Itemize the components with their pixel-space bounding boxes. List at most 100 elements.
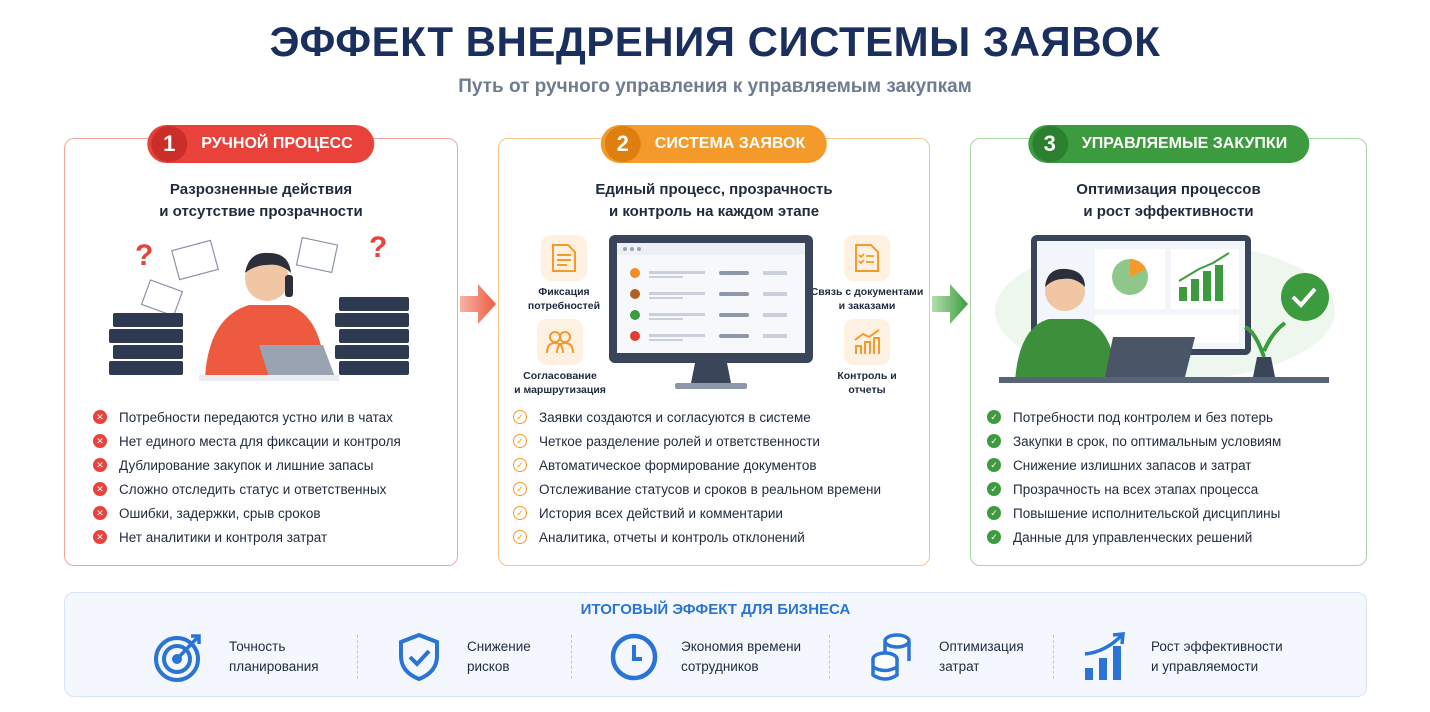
stage-number: 2	[604, 126, 641, 162]
feature-label: отчеты	[848, 384, 886, 396]
item-text: Сложно отследить статус и ответственных	[119, 481, 387, 497]
list-item: ✓Заявки создаются и согласуются в систем…	[513, 405, 919, 429]
check-icon: ✓	[513, 434, 527, 448]
effect-label: Точность	[229, 639, 286, 654]
stage-heading: Разрозненные действия и отсутствие прозр…	[65, 179, 457, 223]
stage-badge: 1 РУЧНОЙ ПРОЦЕСС	[147, 125, 375, 163]
stage-badge: 3 УПРАВЛЯЕМЫЕ ЗАКУПКИ	[1027, 125, 1310, 163]
item-text: Потребности под контролем и без потерь	[1013, 409, 1274, 425]
item-text: Дублирование закупок и лишние запасы	[119, 457, 374, 473]
effect-label: Оптимизация	[939, 639, 1024, 654]
item-text: Закупки в срок, по оптимальным условиям	[1013, 433, 1282, 449]
divider	[571, 635, 572, 679]
item-text: Нет аналитики и контроля затрат	[119, 529, 328, 545]
item-text: Ошибки, задержки, срыв сроков	[119, 505, 321, 521]
check-icon: ✓	[987, 482, 1001, 496]
divider	[829, 635, 830, 679]
check-icon: ✓	[513, 530, 527, 544]
stressed-worker-illustration: ? ?	[109, 231, 409, 381]
stage-number: 1	[151, 126, 188, 162]
list-item: ✓ Прозрачность на всех этапах процесса	[987, 477, 1356, 501]
features-list: ✓Заявки создаются и согласуются в систем…	[513, 405, 919, 549]
heading-line: Разрозненные действия	[169, 181, 353, 198]
list-item: ✕Нет аналитики и контроля затрат	[93, 525, 447, 549]
shield-icon	[399, 632, 439, 682]
check-icon: ✓	[513, 410, 527, 424]
stage-heading: Единый процесс, прозрачность и контроль …	[499, 179, 929, 223]
check-icon: ✓	[987, 458, 1001, 472]
feature-label: потребностей	[527, 300, 601, 312]
list-item: ✕ Дублирование закупок и лишние запасы	[93, 453, 447, 477]
stage-card-system: 2 СИСТЕМА ЗАЯВОК Единый процесс, прозрач…	[498, 125, 930, 566]
feature-needs: Фиксация потребностей	[509, 235, 619, 313]
list-item: ✓Аналитика, отчеты и контроль отклонений	[513, 525, 919, 549]
page-subtitle: Путь от ручного управления к управляемым…	[458, 76, 972, 97]
cross-icon: ✕	[93, 506, 107, 520]
effect-label: Рост эффективности	[1151, 639, 1283, 654]
stage-card-managed: 3 УПРАВЛЯЕМЫЕ ЗАКУПКИ Оптимизация процес…	[970, 125, 1367, 566]
effect-label: Экономия времени	[681, 639, 802, 654]
heading-line: Оптимизация процессов	[1076, 181, 1261, 198]
problems-list: ✕Потребности передаются устно или в чата…	[93, 405, 447, 549]
list-item: ✓ Автоматическое формирование документов	[513, 453, 919, 477]
divider	[1053, 635, 1054, 679]
feature-reports: Контроль и отчеты	[817, 319, 917, 397]
stage-number: 3	[1031, 126, 1068, 162]
list-item: ✓Повышение исполнительской дисциплины	[987, 501, 1356, 525]
heading-line: Единый процесс, прозрачность	[595, 181, 833, 198]
feature-documents: Связь с документами и заказами	[807, 235, 927, 313]
list-item: ✓ Закупки в срок, по оптимальным условиям	[987, 429, 1356, 453]
svg-text:?: ?	[135, 239, 153, 272]
cross-icon: ✕	[93, 482, 107, 496]
stage-heading: Оптимизация процессов и рост эффективнос…	[971, 179, 1366, 223]
stage-label: РУЧНОЙ ПРОЦЕСС	[201, 135, 353, 152]
cross-icon: ✕	[93, 458, 107, 472]
stage-badge: 2 СИСТЕМА ЗАЯВОК	[600, 125, 828, 163]
feature-label: и маршрутизация	[514, 384, 606, 396]
monitor-illustration	[609, 235, 813, 389]
feature-label: Фиксация	[538, 286, 590, 298]
check-icon: ✓	[513, 458, 527, 472]
panel-title: ИТОГОВЫЙ ЭФФЕКТ ДЛЯ БИЗНЕСА	[580, 601, 851, 618]
check-icon: ✓	[987, 434, 1001, 448]
effect-label: рисков	[467, 659, 510, 674]
item-text: Данные для управленческих решений	[1013, 529, 1253, 545]
feature-label: Связь с документами	[810, 286, 924, 298]
list-item: ✓ Потребности под контролем и без потерь	[987, 405, 1356, 429]
list-item: ✕ Сложно отследить статус и ответственных	[93, 477, 447, 501]
feature-label: Контроль и	[837, 370, 897, 382]
effect-label: сотрудников	[681, 659, 759, 674]
list-item: ✕Потребности передаются устно или в чата…	[93, 405, 447, 429]
item-text: Четкое разделение ролей и ответственност…	[539, 433, 820, 449]
item-text: Повышение исполнительской дисциплины	[1013, 505, 1281, 521]
stage-card-manual: 1 РУЧНОЙ ПРОЦЕСС Разрозненные действия и…	[64, 125, 458, 566]
effect-label: Снижение	[467, 639, 531, 654]
list-item: ✓ Четкое разделение ролей и ответственнос…	[513, 429, 919, 453]
check-icon: ✓	[987, 410, 1001, 424]
list-item: ✕ Нет единого места для фиксации и контро…	[93, 429, 447, 453]
arrow-right-icon	[460, 284, 496, 324]
list-item: ✓Данные для управленческих решений	[987, 525, 1356, 549]
stage-label: УПРАВЛЯЕМЫЕ ЗАКУПКИ	[1081, 135, 1288, 152]
page-title: ЭФФЕКТ ВНЕДРЕНИЯ СИСТЕМЫ ЗАЯВОК	[269, 18, 1161, 65]
feature-label: и заказами	[838, 300, 896, 312]
people-icon	[537, 319, 583, 365]
effect-label: и управляемости	[1151, 659, 1259, 674]
heading-line: и рост эффективности	[1083, 203, 1254, 220]
divider	[357, 635, 358, 679]
item-text: Снижение излишних запасов и затрат	[1013, 457, 1252, 473]
item-text: Отслеживание статусов и сроков в реально…	[539, 481, 882, 497]
item-text: Автоматическое формирование документов	[539, 457, 817, 473]
cross-icon: ✕	[93, 410, 107, 424]
cross-icon: ✕	[93, 434, 107, 448]
coins-icon	[871, 633, 911, 681]
item-text: Нет единого места для фиксации и контрол…	[119, 433, 401, 449]
check-icon: ✓	[513, 506, 527, 520]
item-text: Прозрачность на всех этапах процесса	[1013, 481, 1259, 497]
chart-icon	[844, 319, 890, 365]
checklist-icon	[844, 235, 890, 281]
feature-label: Согласование	[523, 370, 597, 382]
